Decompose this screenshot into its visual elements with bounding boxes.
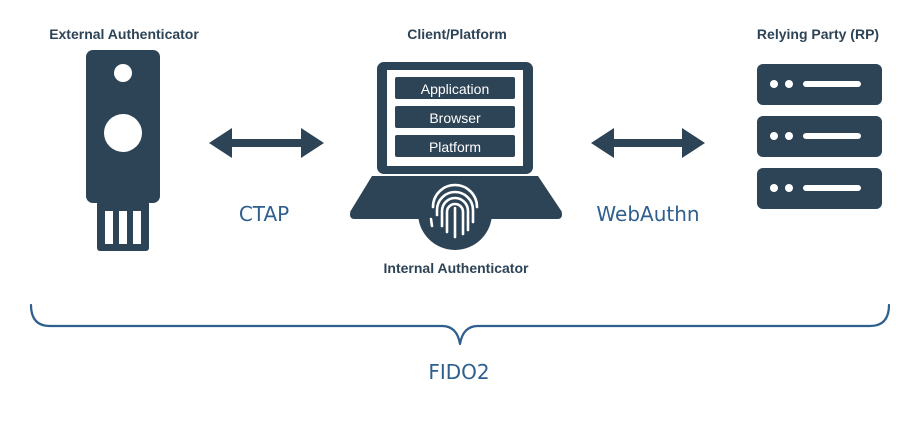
fido2-label: FIDO2 [428,360,490,384]
relying-party-title: Relying Party (RP) [756,26,880,42]
usb-security-key-icon [86,50,160,251]
layer-label-browser: Browser [429,110,481,126]
double-headed-arrow-icon [209,128,324,158]
layer-bar-browser [395,106,515,128]
double-headed-arrow-icon [591,128,705,158]
server-rack-icon [757,64,882,209]
layer-label-platform: Platform [429,139,481,155]
ctap-label: CTAP [238,202,290,226]
external-authenticator-title: External Authenticator [49,26,199,42]
client-platform-title: Client/Platform [407,26,507,42]
internal-authenticator-title: Internal Authenticator [383,260,529,276]
layer-label-application: Application [421,81,490,97]
fingerprint-icon [418,176,492,250]
layer-bar-application [395,77,515,99]
webauthn-label: WebAuthn [596,202,700,226]
layer-bar-platform [395,135,515,157]
curly-brace [29,303,891,346]
